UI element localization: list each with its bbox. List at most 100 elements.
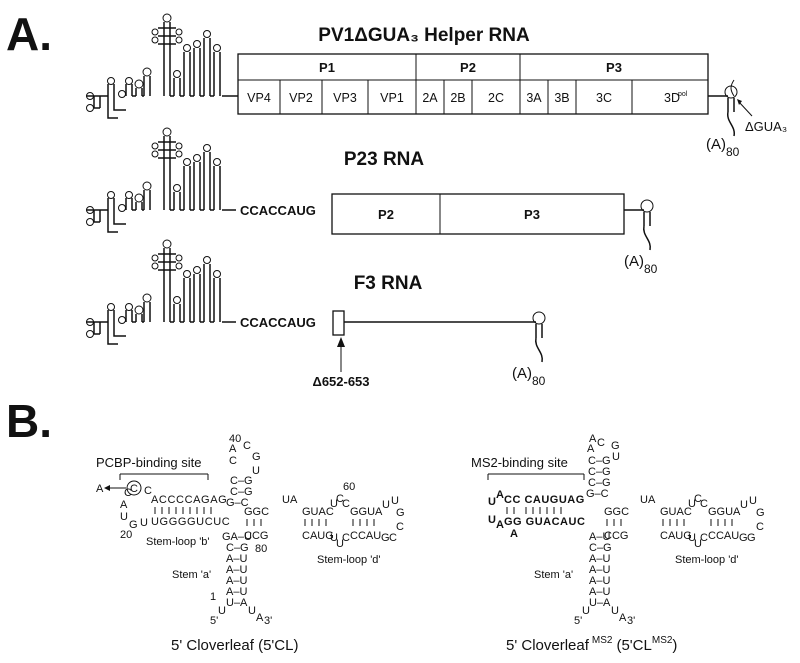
nt-80: 80 (255, 543, 267, 555)
svg-text:A: A (96, 483, 104, 495)
svg-text:C: C (144, 485, 152, 497)
svg-text:A: A (120, 499, 128, 511)
svg-text:A–U: A–U (226, 586, 247, 598)
svg-text:A: A (229, 443, 237, 455)
svg-text:U: U (488, 514, 496, 526)
right-three-prime: 3' (627, 615, 635, 627)
svg-text:G: G (129, 519, 138, 531)
stem-a-label: Stem 'a' (534, 569, 573, 581)
svg-text:GGC: GGC (604, 506, 629, 518)
svg-text:C: C (229, 455, 237, 467)
nt-60: 60 (343, 481, 355, 493)
svg-text:CCG: CCG (244, 530, 268, 542)
p23-polyA-label: (A)80 (624, 253, 658, 276)
svg-text:C: C (124, 487, 132, 499)
svg-text:U: U (582, 605, 590, 617)
svg-text:C: C (597, 437, 605, 449)
nt-40: 40 (229, 433, 241, 445)
svg-text:C–G: C–G (588, 466, 611, 478)
svg-text:A–U: A–U (589, 586, 610, 598)
f3-orf-stub (332, 310, 345, 336)
svg-text:A–U: A–U (226, 564, 247, 576)
segment-3d-sup: pol (678, 91, 688, 98)
svg-text:U: U (248, 605, 256, 617)
svg-text:U: U (252, 465, 260, 477)
svg-text:G: G (739, 532, 748, 544)
svg-text:A: A (587, 443, 595, 455)
svg-text:U: U (336, 538, 344, 550)
f3-polyA-label: (A)80 (512, 365, 546, 388)
svg-text:U: U (391, 495, 399, 507)
svg-text:U: U (688, 532, 696, 544)
svg-text:U–A: U–A (226, 597, 248, 609)
svg-text:CC CAUGUAG: CC CAUGUAG (504, 494, 585, 506)
ires-icon (151, 239, 222, 323)
svg-text:G: G (756, 507, 765, 519)
helper-rna-title: PV1ΔGUA₃ Helper RNA (318, 25, 530, 46)
svg-text:U: U (749, 495, 757, 507)
panel-label-a: A. (6, 8, 52, 60)
left-caption: 5' Cloverleaf (5'CL) (171, 637, 298, 654)
cloverleaf-left: PCBP-binding site A C C C A U G U 20 ACC… (96, 433, 405, 654)
svg-text:U–A: U–A (589, 597, 611, 609)
helper-polyA-label: (A)80 (706, 136, 740, 159)
stem-a-label: Stem 'a' (172, 569, 211, 581)
svg-text:G: G (252, 451, 261, 463)
svg-text:U: U (611, 605, 619, 617)
cloverleaf-right: MS2-binding site U A U A CC CAUGUAG GG G… (471, 433, 765, 654)
svg-text:U: U (330, 498, 338, 510)
svg-text:U: U (612, 451, 620, 463)
helper-deletion-label: ΔGUA₃ (745, 119, 787, 134)
svg-text:G: G (381, 532, 390, 544)
svg-text:CCAU: CCAU (350, 530, 381, 542)
svg-text:A–U: A–U (589, 553, 610, 565)
svg-text:CCG: CCG (604, 530, 628, 542)
f3-rna-construct: F3 RNA CCACCAUG (A)80 Δ652-653 (85, 239, 546, 389)
cloverleaf-icon (85, 67, 152, 119)
stem-loop-b-label: Stem-loop 'b' (146, 536, 210, 548)
svg-text:U: U (120, 511, 128, 523)
svg-text:UA: UA (282, 494, 298, 506)
p23-rna-construct: P23 RNA CCACCAUG P2 P3 (A)80 (85, 127, 658, 276)
svg-text:C: C (342, 532, 350, 544)
segment-3c: 3C (596, 91, 612, 105)
left-three-prime: 3' (264, 615, 272, 627)
f3-deletion-label: Δ652-653 (312, 374, 369, 389)
p23-rna-title: P23 RNA (344, 149, 425, 170)
p23-orf-box (331, 193, 625, 235)
svg-text:A: A (619, 612, 627, 624)
group-p1-label: P1 (319, 60, 335, 75)
circled-c-icon (126, 480, 142, 496)
svg-text:A: A (496, 519, 504, 531)
cloverleaf-icon (85, 181, 152, 233)
svg-text:G: G (611, 440, 620, 452)
svg-text:C: C (243, 440, 251, 452)
svg-text:CAUG: CAUG (660, 530, 692, 542)
svg-text:G–C: G–C (586, 488, 609, 500)
ms2-site-label: MS2-binding site (471, 455, 568, 470)
polyA-hook-icon (532, 311, 546, 363)
svg-text:A–U: A–U (589, 531, 610, 543)
svg-text:C: C (756, 521, 764, 533)
left-bottom-strand: UGGGGUCUC (151, 516, 230, 528)
ms2-site-bracket (487, 473, 585, 480)
pcbp-site-bracket (119, 473, 209, 480)
deletion-arrow (738, 101, 753, 117)
segment-vp3: VP3 (333, 91, 357, 105)
f3-kozak-sequence: CCACCAUG (240, 315, 316, 330)
segment-2b: 2B (450, 91, 465, 105)
pcbp-site-label: PCBP-binding site (96, 455, 202, 470)
segment-vp4: VP4 (247, 91, 271, 105)
svg-text:A: A (510, 528, 518, 540)
segment-p2: P2 (378, 207, 394, 222)
segment-3b: 3B (554, 91, 569, 105)
svg-text:U: U (488, 496, 496, 508)
p23-kozak-sequence: CCACCAUG (240, 203, 316, 218)
ires-icon (151, 127, 222, 211)
polyA-hook-icon (640, 199, 654, 251)
svg-text:GG GUACAUC: GG GUACAUC (504, 516, 585, 528)
stem-loop-d-label: Stem-loop 'd' (675, 554, 739, 566)
svg-text:U: U (694, 538, 702, 550)
